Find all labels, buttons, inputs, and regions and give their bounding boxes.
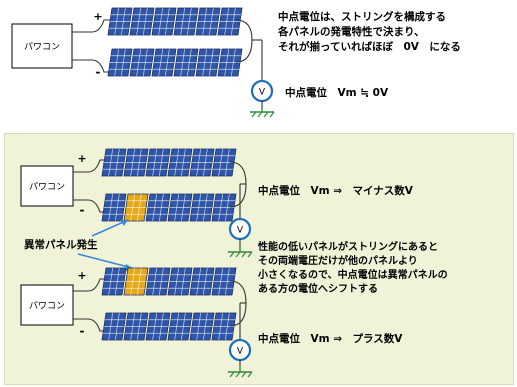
lower-ground-hatch [247,371,253,378]
bottom-diagram-area [4,133,514,385]
top-row-1-panel-6 [217,7,243,36]
top-row-1-panel-5 [195,7,221,36]
top-wire-plus [72,19,110,33]
upper-ground-hatch [235,251,241,258]
top-row-2-panel-6 [217,48,243,77]
explanation-line-1: 性能の低いパネルがストリングにあると [258,242,438,253]
upper-row-2-panel-3 [145,193,171,222]
upper-row-1-panel-6 [211,148,237,177]
upper-pcs-box [20,165,74,207]
upper-ground-hatch [241,251,247,258]
upper-row-1-panel-1 [101,148,127,177]
upper-row-1-panel-4 [167,148,193,177]
upper-ground-hatch [229,251,235,258]
upper-pcs-box-label: パワコン [29,182,65,193]
top-ground-hatch [257,111,263,118]
explanation-line-2: その両端電圧だけが他のパネルより [258,256,418,267]
lower-row-1-panel-2 [123,267,149,296]
lower-ground-hatch [241,371,247,378]
top-pcs-box-label: パワコン [24,42,60,53]
upper-row-2-panel-2 [123,193,149,222]
top-row-1-panel-4 [173,7,199,36]
lower-row-2-panel-4 [167,312,193,341]
upper-row-1-panel-2 [123,148,149,177]
top-ground-hatch [263,111,269,118]
upper-row-2-panel-5 [189,193,215,222]
upper-row-1-panel-3 [145,148,171,177]
upper-row-2-panel-6 [211,193,237,222]
top-plus-sign: + [93,10,102,23]
upper-voltmeter-symbol: V [237,226,244,236]
explanation-note: 性能の低いパネルがストリングにあると その両端電圧だけが他のパネルより 小さくな… [258,241,448,297]
top-ground-hatch [251,111,257,118]
top-row-2-panel-4 [173,48,199,77]
top-row-2-panel-3 [151,48,177,77]
lower-minus-sign: - [80,324,85,338]
upper-wire-plus [73,159,104,173]
top-note-line-3: それが揃っていればほぼ 0V になる [278,41,461,53]
lower-row-2-panel-2 [123,312,149,341]
lower-wire-minus [73,318,104,332]
lower-ground-hatch [235,371,241,378]
top-row-1-panel-3 [151,7,177,36]
lower-row-1-panel-3 [145,267,171,296]
explanation-line-4: ある方の電位へシフトする [258,284,378,295]
abnormal-arrow-down [77,253,133,269]
upper-row-2-panel-4 [167,193,193,222]
top-minus-sign: - [96,65,101,79]
lower-ground [228,366,253,378]
lower-row-1-panel-1 [101,267,127,296]
upper-minus-sign: - [80,203,85,217]
top-row-1-panel-1 [107,7,133,36]
upper-wire-minus [73,199,104,213]
top-wire-minus [72,59,110,73]
top-row-2-panel-2 [129,48,155,77]
lower-row-2-panel-3 [145,312,171,341]
lower-pcs-box [20,284,74,326]
lower-plus-sign: + [77,269,86,282]
upper-ground [228,246,253,258]
top-ground-hatch [269,111,275,118]
lower-voltmeter-symbol: V [237,347,244,357]
lower-wire-plus [73,278,104,292]
lower-pcs-box-label: パワコン [29,301,65,312]
upper-midpoint-label: 中点電位 Vm ⇒ マイナス数V [258,185,413,197]
upper-plus-sign: + [77,152,86,165]
lower-row-2-panel-1 [101,312,127,341]
lower-row-2-panel-6 [211,312,237,341]
lower-row-1-panel-4 [167,267,193,296]
upper-row-1-panel-5 [189,148,215,177]
top-note-line-1: 中点電位は、ストリングを構成する [278,11,446,23]
top-pcs-box [11,23,73,69]
explanation-line-3: 小さくなるので、中点電位は異常パネルの [258,270,448,281]
lower-ground-hatch [229,371,235,378]
lower-row-1-panel-5 [189,267,215,296]
top-diagram-area [0,0,517,122]
top-row-2-panel-1 [107,48,133,77]
upper-row-2-panel-1 [101,193,127,222]
top-ground [250,106,275,118]
top-voltmeter-symbol: V [259,88,266,98]
top-note: 中点電位は、ストリングを構成する 各パネルの発電特性で決まり、 それが揃っていれ… [278,10,461,55]
lower-row-2-panel-5 [189,312,215,341]
upper-ground-hatch [247,251,253,258]
top-row-1-panel-2 [129,7,155,36]
abnormal-panel-label: 異常パネル発生 [24,239,98,251]
top-midpoint-label: 中点電位 Vm ≒ 0V [285,87,389,99]
top-note-line-2: 各パネルの発電特性で決まり、 [278,26,425,38]
abnormal-arrow-up-head [120,220,128,226]
lower-row-1-panel-6 [211,267,237,296]
lower-midpoint-label: 中点電位 Vm ⇒ プラス数V [258,333,403,345]
top-row-2-panel-5 [195,48,221,77]
